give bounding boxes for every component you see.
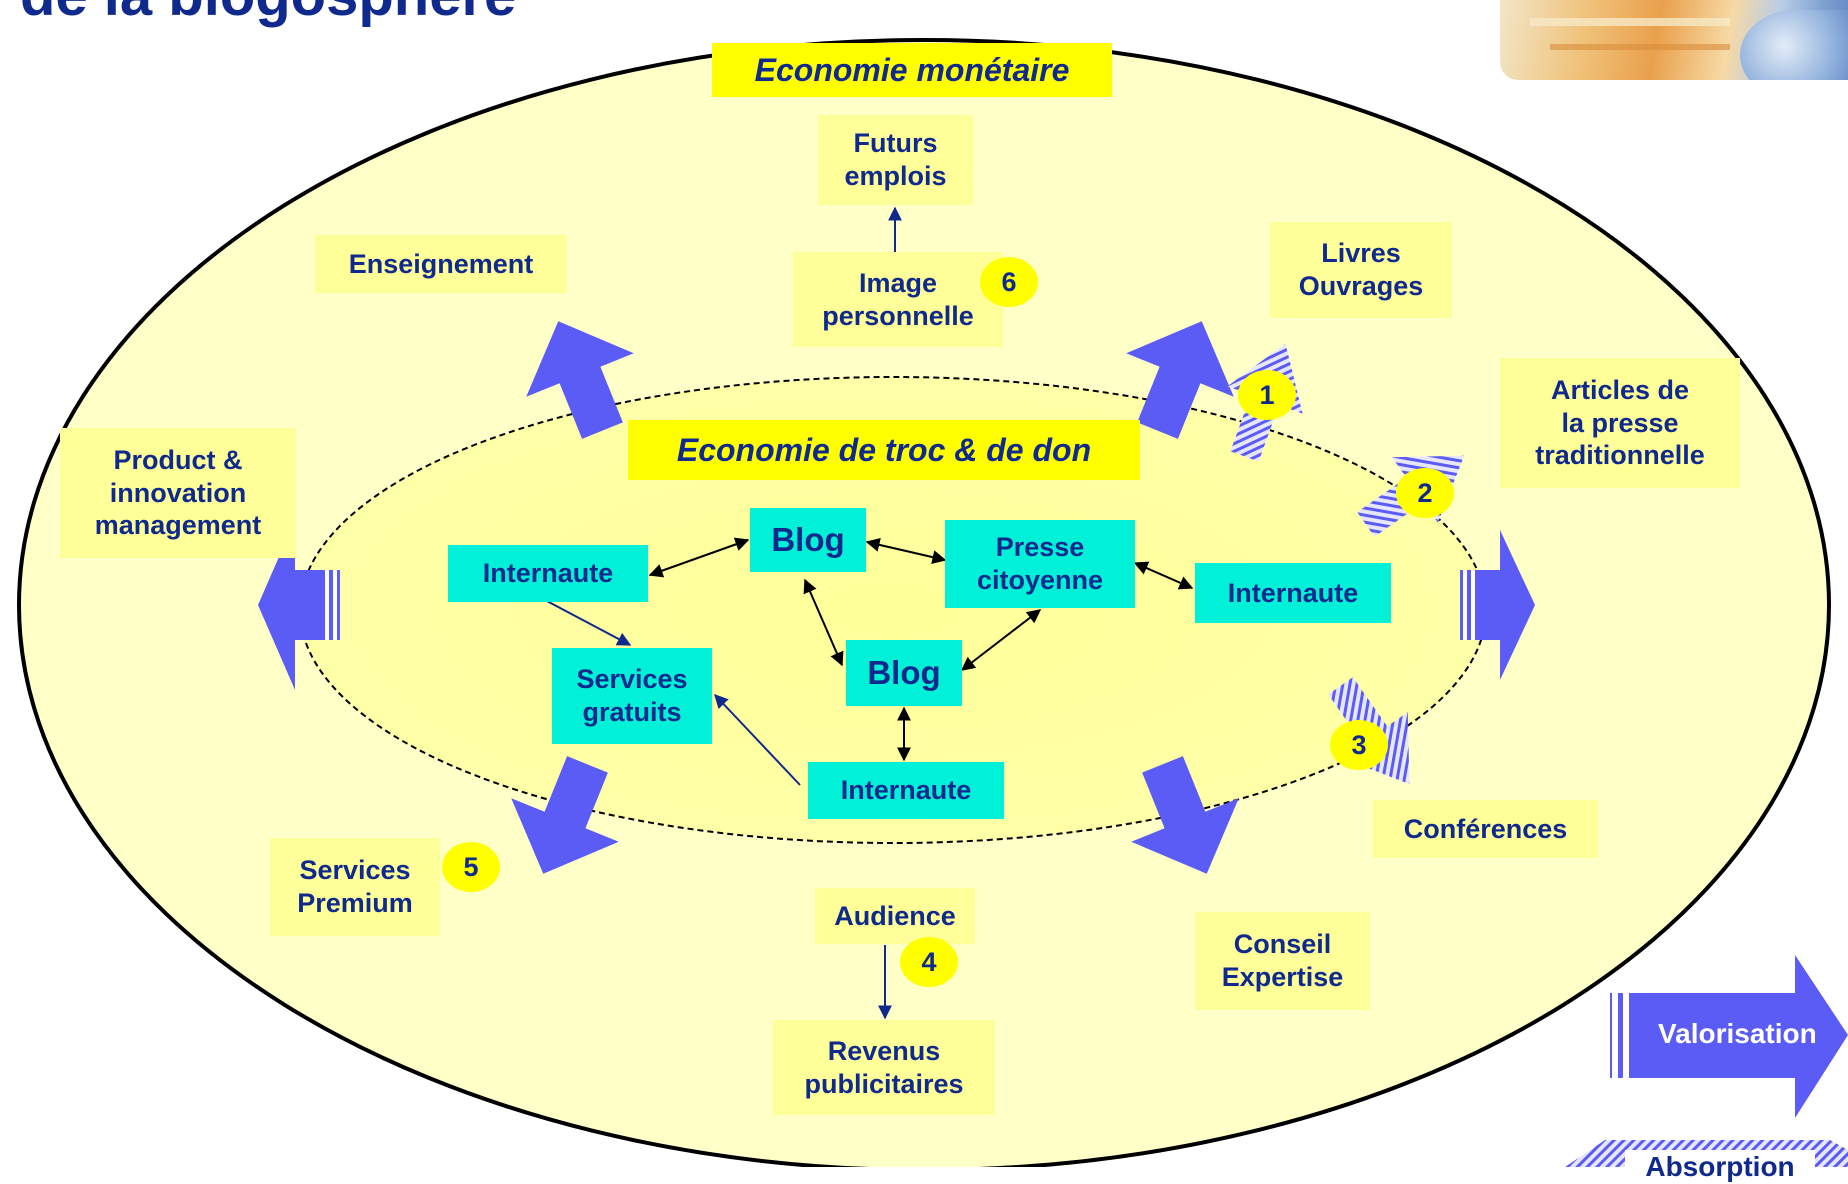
node-internaute-left: Internaute bbox=[448, 545, 648, 602]
valorisation-arrow-top-right bbox=[1126, 321, 1234, 439]
header-photo bbox=[1500, 0, 1848, 80]
label-product-innovation: Product & innovation management bbox=[60, 428, 296, 558]
valorisation-arrow-left bbox=[258, 520, 340, 690]
valorisation-arrow-bottom-right bbox=[1131, 756, 1239, 874]
valorisation-arrow-right bbox=[1460, 530, 1535, 680]
node-internaute-right: Internaute bbox=[1195, 563, 1391, 623]
link-blog-presse bbox=[865, 538, 947, 564]
label-conferences: Conférences bbox=[1373, 800, 1598, 858]
badge-5: 5 bbox=[442, 842, 500, 892]
badge-1: 1 bbox=[1238, 370, 1296, 420]
connector-internaute-services bbox=[544, 599, 632, 646]
node-services-gratuits: Services gratuits bbox=[552, 648, 712, 744]
label-futurs-emplois: Futurs emplois bbox=[818, 115, 973, 205]
label-livres-ouvrages: Livres Ouvrages bbox=[1270, 222, 1452, 318]
link-blog-blog bbox=[803, 578, 844, 667]
legend-absorption-label: Absorption bbox=[1625, 1150, 1815, 1182]
valorisation-arrow-top-left bbox=[526, 321, 634, 439]
label-enseignement: Enseignement bbox=[315, 235, 567, 293]
node-blog-top: Blog bbox=[750, 508, 866, 572]
node-internaute-bottom: Internaute bbox=[808, 762, 1004, 819]
label-image-personnelle: Image personnelle bbox=[793, 252, 1003, 347]
node-presse-citoyenne: Presse citoyenne bbox=[945, 520, 1135, 608]
node-blog-bottom: Blog bbox=[846, 640, 962, 706]
label-conseil-expertise: Conseil Expertise bbox=[1195, 912, 1370, 1010]
connector-internaute-bottom-services bbox=[714, 693, 801, 786]
badge-2: 2 bbox=[1396, 468, 1454, 518]
badge-4: 4 bbox=[900, 937, 958, 987]
label-revenus-publicitaires: Revenus publicitaires bbox=[773, 1020, 995, 1115]
heading-economie-troc: Economie de troc & de don bbox=[628, 420, 1140, 480]
legend-valorisation-label: Valorisation bbox=[1658, 1018, 1817, 1049]
label-audience: Audience bbox=[815, 888, 975, 944]
label-services-premium: Services Premium bbox=[270, 838, 440, 936]
link-presse-blog bbox=[960, 609, 1042, 671]
legend-valorisation-arrow bbox=[1610, 955, 1848, 1118]
heading-economie-monetaire: Economie monétaire bbox=[712, 43, 1112, 97]
valorisation-arrow-bottom-left bbox=[511, 756, 619, 874]
label-articles-presse: Articles de la presse traditionnelle bbox=[1500, 358, 1740, 488]
badge-3: 3 bbox=[1330, 720, 1388, 770]
link-internaute-blog bbox=[648, 537, 750, 578]
link-presse-internaute bbox=[1133, 561, 1194, 590]
page-title: de la blogosphère bbox=[20, 0, 516, 29]
badge-6: 6 bbox=[980, 257, 1038, 307]
